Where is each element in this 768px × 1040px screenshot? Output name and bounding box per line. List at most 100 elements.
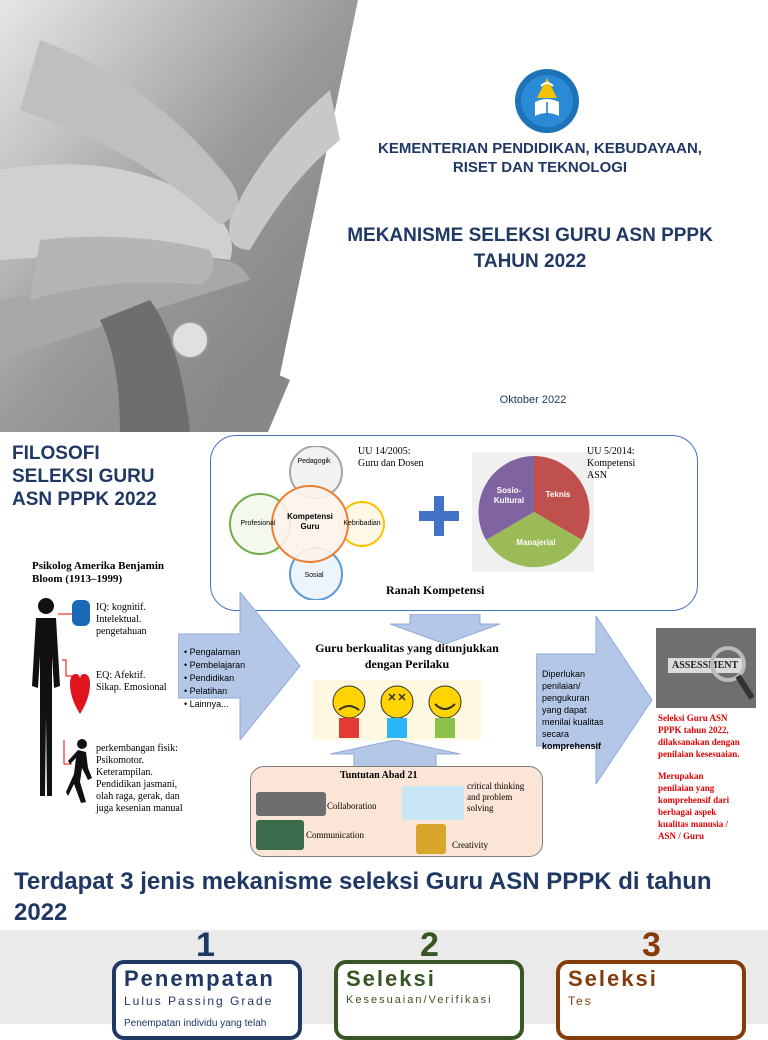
dip-line: penilaian/ — [542, 681, 581, 691]
hands-photo — [0, 0, 358, 432]
communication-image — [256, 820, 304, 850]
communication-label: Communication — [306, 830, 364, 840]
venn-sosial: Sosial — [304, 572, 324, 579]
connector-lines — [58, 613, 76, 765]
cycle-sosio-kultural: Sosio- Kultural — [484, 486, 534, 506]
mechanism-title-line-1: Terdapat 3 jenis mekanisme seleksi Guru … — [14, 868, 712, 895]
slide-title-line-1: MEKANISME SELEKSI GURU ASN PPPK — [347, 225, 713, 246]
brain-icon — [72, 600, 90, 626]
dip-line-bold: komprehensif — [542, 741, 602, 751]
physical-text: perkembangan fisik: Psikomotor. Keteramp… — [96, 743, 206, 815]
red-line: PPPK tahun 2022, — [658, 725, 729, 735]
uu14-label: UU 14/2005: Guru dan Dosen — [358, 446, 468, 470]
red-line: dilaksanakan dengan — [658, 737, 740, 747]
eq-line-1: EQ: Afektif. — [96, 670, 146, 681]
iq-text: IQ: kognitif. Intelektual. pengetahuan — [96, 602, 186, 638]
mechanism-title-line-2: 2022 — [14, 899, 68, 926]
critical-thinking-label: critical thinking and problem solving — [467, 781, 543, 814]
uu14-line-1: UU 14/2005: — [358, 446, 411, 457]
slide-title: MEKANISME SELEKSI GURU ASN PPPK TAHUN 20… — [320, 223, 740, 275]
list-item: Pembelajaran — [176, 659, 276, 672]
card-title: Seleksi — [568, 966, 658, 991]
crit-line-1: critical thinking — [467, 781, 525, 791]
venn-center: Kompetensi Guru — [280, 512, 340, 532]
guru-line-2: dengan Perilaku — [364, 657, 450, 671]
red-line: penilaian kesesuaian. — [658, 749, 740, 759]
filosofi-heading: FILOSOFI SELEKSI GURU ASN PPPK 2022 — [12, 442, 192, 511]
bloom-caption: Psikolog Amerika Benjamin Bloom (1913–19… — [32, 560, 192, 586]
bloom-line-1: Psikolog Amerika Benjamin — [32, 560, 165, 572]
heart-icon — [70, 674, 90, 714]
list-item: Pelatihan — [176, 685, 276, 698]
plus-icon — [419, 496, 459, 536]
card-title: Penempatan — [124, 966, 275, 991]
venn-pedagogik: Pedagogik — [297, 458, 331, 465]
cycle-manajerial: Manajerial — [516, 538, 556, 547]
phys-line-6: juga kesenian manual — [96, 803, 183, 814]
uu5-line-1: UU 5/2014: — [587, 446, 635, 457]
card-title: Seleksi — [346, 966, 436, 991]
mechanism-card-seleksi-kesesuaian: Seleksi Kesesuaian/Verifikasi — [334, 960, 524, 1040]
dip-line: Diperlukan — [542, 669, 586, 679]
eq-text: EQ: Afektif. Sikap. Emosional — [96, 670, 196, 694]
mechanism-number-2: 2 — [420, 926, 439, 964]
ranah-kompetensi-label: Ranah Kompetensi — [386, 583, 485, 597]
red-line: Seleksi Guru ASN — [658, 713, 728, 723]
red-line: berbagai aspek — [658, 807, 717, 817]
assessment-image: ASSESSMENT — [656, 628, 756, 708]
critical-thinking-image — [402, 786, 464, 820]
uu14-line-2: Guru dan Dosen — [358, 458, 424, 469]
collaboration-label: Collaboration — [327, 801, 377, 811]
card-subtitle: Tes — [568, 994, 593, 1008]
cycle-left-line-2: Kultural — [493, 496, 525, 505]
red-line: komprehensif dari — [658, 795, 730, 805]
phys-line-2: Psikomotor. — [96, 755, 145, 766]
iq-line-1: IQ: kognitif. — [96, 602, 146, 613]
ministry-line-2: RISET DAN TEKNOLOGI — [452, 159, 628, 176]
creativity-image — [416, 824, 446, 854]
phys-line-1: perkembangan fisik: — [96, 743, 178, 754]
assessment-word: ASSESSMENT — [668, 658, 743, 673]
uu5-line-2: Kompetensi — [587, 458, 636, 469]
uu5-label: UU 5/2014: Kompetensi ASN — [587, 446, 667, 482]
list-item: Pendidikan — [176, 672, 276, 685]
mechanism-card-seleksi-tes: Seleksi Tes — [556, 960, 746, 1040]
phys-line-4: Pendidikan jasmani, — [96, 779, 178, 790]
cycle-teknis: Teknis — [545, 490, 571, 499]
crit-line-2: and problem — [467, 792, 513, 802]
phys-line-5: olah raga, gerak, dan — [96, 791, 180, 802]
list-item: Pengalaman — [176, 646, 276, 659]
creativity-label: Creativity — [452, 840, 488, 850]
iq-line-3: pengetahuan — [96, 626, 147, 637]
heading-line-1: FILOSOFI — [12, 443, 100, 464]
iq-line-2: Intelektual. — [96, 614, 142, 625]
venn-diagram — [229, 446, 385, 600]
emoji-figures — [313, 680, 481, 740]
venn-center-line-1: Kompetensi — [287, 512, 333, 521]
human-silhouette-icon — [32, 598, 60, 796]
slide-title-line-2: TAHUN 2022 — [473, 251, 587, 272]
heading-line-2: SELEKSI GURU — [12, 466, 155, 487]
dip-line: pengukuran — [542, 693, 590, 703]
card-subtitle: Lulus Passing Grade — [124, 994, 274, 1008]
card-subtitle: Kesesuaian/Verifikasi — [346, 994, 493, 1006]
tut-wuri-handayani-logo — [515, 69, 579, 133]
heading-line-3: ASN PPPK 2022 — [12, 489, 157, 510]
guru-berkualitas-title: Guru berkualitas yang ditunjukkan dengan… — [282, 640, 532, 672]
experience-list: Pengalaman Pembelajaran Pendidikan Pelat… — [176, 646, 276, 711]
up-arrow — [330, 740, 460, 768]
eq-line-2: Sikap. Emosional — [96, 682, 167, 693]
competency-cycle — [478, 456, 590, 568]
mechanism-title: Terdapat 3 jenis mekanisme seleksi Guru … — [14, 866, 764, 928]
mechanism-card-penempatan: Penempatan Lulus Passing Grade Penempata… — [112, 960, 302, 1040]
venn-kebribadian: Kebribadian — [343, 520, 381, 527]
slide-date: Oktober 2022 — [499, 394, 567, 406]
right-arrow — [536, 616, 653, 784]
list-item: Lainnya... — [176, 698, 276, 711]
running-figure-icon — [66, 739, 92, 803]
tuntutan-title: Tuntutan Abad 21 — [340, 770, 418, 781]
venn-profesional: Profesional — [240, 520, 276, 527]
red-line: ASN / Guru — [658, 831, 705, 841]
guru-line-1: Guru berkualitas yang ditunjukkan — [315, 641, 499, 655]
bloom-line-2: Bloom (1913–1999) — [32, 573, 123, 585]
